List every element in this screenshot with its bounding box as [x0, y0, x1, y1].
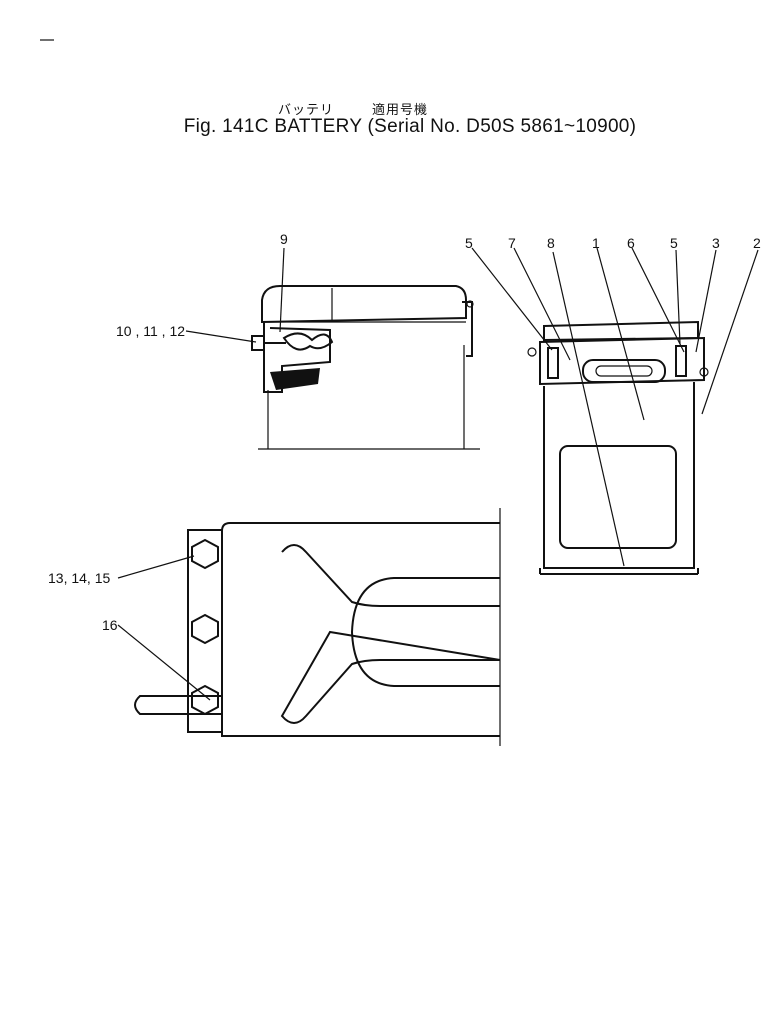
- leader-lines: [117, 247, 759, 701]
- callout-3: 3: [712, 235, 720, 251]
- leader-3: [695, 249, 717, 353]
- leader-10-11-12: [185, 330, 257, 343]
- hex-bolt-icon: [191, 538, 219, 570]
- callout-9: 9: [280, 231, 288, 247]
- bolt-head-icon: [251, 335, 265, 351]
- clip-left-icon: [527, 347, 537, 357]
- front-view: [527, 320, 709, 575]
- callout-1: 1: [592, 235, 600, 251]
- hinge-pin-icon: [466, 300, 474, 308]
- callout-2: 2: [753, 235, 761, 251]
- strap-loop: [350, 577, 500, 687]
- y-strap: [280, 544, 501, 724]
- callout-5b: 5: [670, 235, 678, 251]
- hold-down-rod: [134, 695, 222, 715]
- jp-part-name: バッテリ: [278, 103, 335, 118]
- top-view-frame: [221, 522, 500, 737]
- battery-lid: [261, 285, 467, 324]
- leader-1: [596, 247, 645, 421]
- callout-6: 6: [627, 235, 635, 251]
- figure-title: Fig. 141C BATTERY (Serial No. D50S 5861~…: [183, 116, 637, 137]
- callout-13-14-15: 13, 14, 15: [48, 570, 110, 586]
- battery-body: [543, 382, 695, 569]
- leader-2: [701, 249, 759, 415]
- clip-right-icon: [699, 367, 709, 377]
- clamp-left-icon: [547, 347, 559, 379]
- leader-16: [117, 624, 211, 701]
- side-view: [251, 285, 480, 450]
- jp-serial-label: 適用号機: [372, 103, 429, 118]
- leader-13-14-15: [117, 555, 195, 579]
- leader-7: [513, 247, 571, 361]
- callout-8: 8: [547, 235, 555, 251]
- clamp-right-icon: [675, 345, 687, 377]
- callout-5a: 5: [465, 235, 473, 251]
- top-view: [134, 508, 501, 746]
- hold-down-frame: [539, 336, 705, 386]
- wing-nut-icon: [282, 332, 334, 351]
- leader-6: [631, 247, 685, 353]
- callout-10-11-12: 10 , 11 , 12: [116, 323, 185, 339]
- leader-8: [552, 251, 625, 567]
- side-hinge-clip: [462, 301, 473, 357]
- handle-slot: [582, 359, 666, 383]
- side-bracket: [263, 322, 331, 393]
- hex-bolt-icon: [191, 613, 219, 645]
- hex-bolt-icon: [191, 684, 219, 716]
- callout-7: 7: [508, 235, 516, 251]
- leader-5b: [675, 249, 681, 345]
- handle-grip: [595, 365, 653, 377]
- leader-5a: [471, 247, 553, 351]
- bolt-strip: [187, 529, 222, 733]
- battery-label-plate: [559, 445, 677, 549]
- bracket-shadow: [270, 368, 320, 390]
- callout-16: 16: [102, 617, 118, 633]
- leader-9: [279, 247, 285, 333]
